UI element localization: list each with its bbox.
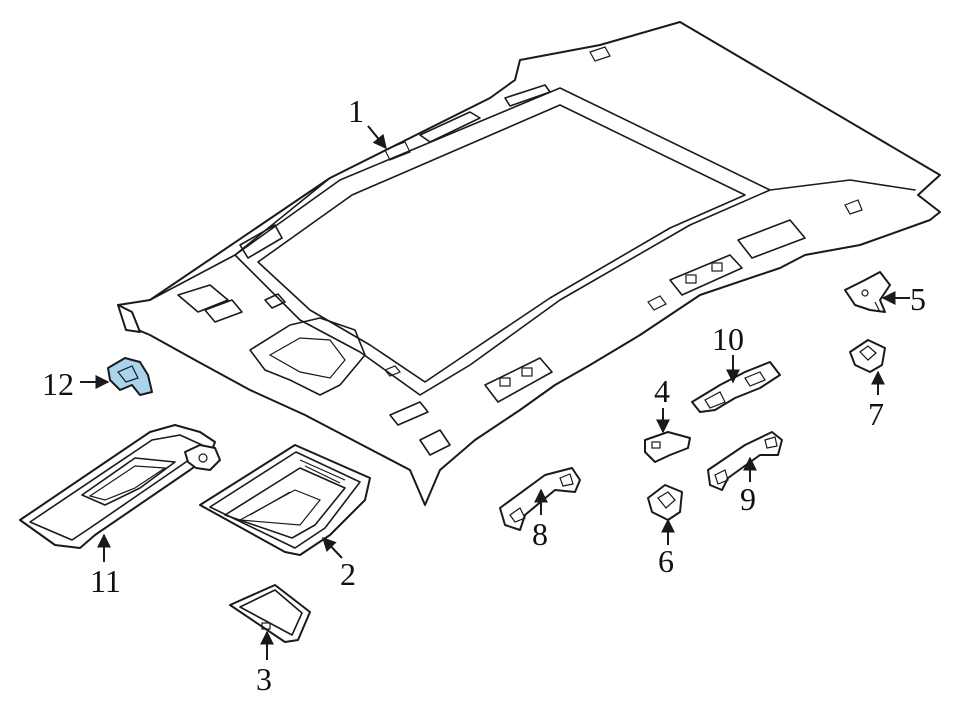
headliner-part[interactable] bbox=[117, 21, 941, 506]
bracket-part[interactable] bbox=[844, 271, 891, 313]
callout-label-5: 5 bbox=[910, 281, 926, 317]
dome-lamp-housing-part[interactable] bbox=[199, 444, 371, 556]
callout-label-11: 11 bbox=[90, 563, 121, 599]
callout-9: 9 bbox=[740, 456, 757, 517]
retainer-front-part[interactable] bbox=[647, 484, 683, 521]
callout-label-12: 12 bbox=[42, 366, 74, 402]
callout-label-2: 2 bbox=[340, 556, 356, 592]
callout-1: 1 bbox=[348, 93, 387, 150]
callout-7: 7 bbox=[868, 370, 885, 432]
callout-12: 12 bbox=[42, 366, 110, 402]
visor-clip-part[interactable] bbox=[107, 357, 153, 396]
callout-4: 4 bbox=[654, 373, 670, 434]
callout-label-1: 1 bbox=[348, 93, 364, 129]
retainer-rear-part[interactable] bbox=[849, 339, 886, 373]
sun-visor-part[interactable] bbox=[19, 424, 221, 549]
callout-label-9: 9 bbox=[740, 481, 756, 517]
callout-6: 6 bbox=[658, 518, 675, 579]
callout-label-6: 6 bbox=[658, 543, 674, 579]
callout-2: 2 bbox=[322, 536, 356, 592]
callout-label-8: 8 bbox=[532, 516, 548, 552]
callout-label-10: 10 bbox=[712, 321, 744, 357]
callout-8: 8 bbox=[532, 488, 548, 552]
callout-label-7: 7 bbox=[868, 396, 884, 432]
wire-harness-bracket-part[interactable] bbox=[691, 361, 781, 413]
callout-5: 5 bbox=[881, 281, 926, 317]
callout-label-4: 4 bbox=[654, 373, 670, 409]
callout-label-3: 3 bbox=[256, 661, 272, 697]
lamp-lens-part[interactable] bbox=[229, 584, 311, 643]
clip-part[interactable] bbox=[644, 431, 691, 463]
callout-10: 10 bbox=[712, 321, 744, 384]
callout-11: 11 bbox=[90, 533, 121, 599]
callout-3: 3 bbox=[256, 630, 274, 697]
